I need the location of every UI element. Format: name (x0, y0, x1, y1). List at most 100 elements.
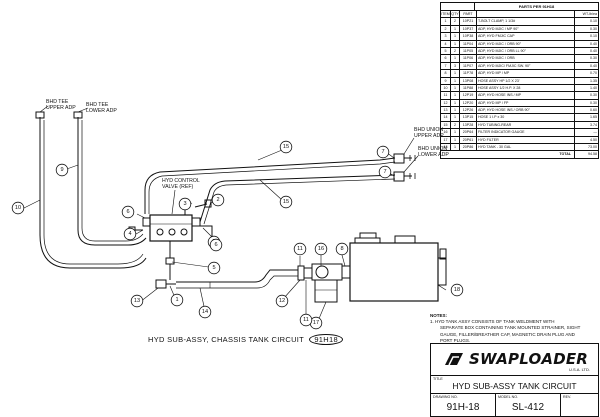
hose-item-10-inner (43, 120, 144, 265)
parts-cell-qty: 1 (451, 55, 460, 62)
hyd-tank-item-18 (349, 242, 439, 302)
adapter-item-8 (341, 265, 351, 279)
parts-cell-wt: 4.50 (590, 137, 597, 142)
rev-label: REV. (563, 395, 572, 399)
parts-cell-part: 13P28 (460, 121, 477, 129)
item-balloon-16: 16 (314, 242, 328, 256)
parts-cell-desc: ADP, HYD MP / MP (477, 70, 575, 77)
parts-cell-desc: ADP, HYD FMJIC CAP (477, 33, 575, 40)
drawing-title-section: TITLE HYD SUB-ASSY TANK CIRCUIT (431, 376, 598, 394)
parts-cell-item: 10 (441, 84, 451, 92)
total-value: 94.58 (588, 152, 597, 157)
parts-cell-qty: 1 (451, 25, 460, 33)
item-balloon-15: 15 (279, 140, 293, 154)
parts-cell-qty: 1 (451, 33, 460, 40)
control-valve-body (149, 214, 193, 242)
item-balloon-number: 11 (297, 246, 303, 252)
parts-cell-part: 20P86 (460, 144, 477, 151)
parts-cell-item: 11 (441, 92, 451, 99)
item-balloon-1: 1 (170, 293, 184, 307)
tube-item-15-upper (144, 157, 396, 214)
hose-item-14 (176, 269, 298, 283)
item-balloon-12: 12 (275, 294, 289, 308)
item-balloon-number: 3 (183, 201, 186, 207)
parts-cell-wt: 0.30 (590, 100, 597, 105)
bhd-union-lower-line1: BHD UNION (418, 146, 447, 152)
item-balloon-number: 4 (128, 231, 131, 237)
parts-cell-desc: HYD TUBING-REAR (477, 121, 575, 129)
notes-heading: NOTES: (430, 313, 448, 318)
item-balloon-9: 9 (55, 163, 69, 177)
rev-cell: REV. (561, 394, 598, 416)
parts-cell-item: 18 (441, 144, 451, 151)
parts-cell-desc: ADP, HYD MJIC / ORB LL 90° (477, 47, 575, 55)
parts-cell-qty: 1 (451, 136, 460, 144)
parts-cell-wt: 0.10 (590, 19, 597, 24)
parts-cell-part: 10P37 (460, 25, 477, 33)
parts-cell-item: 8 (441, 70, 451, 77)
parts-cell-part: 12P26 (460, 107, 477, 114)
brand-name: SWAPLOADER (469, 350, 589, 368)
drawing-title: HYD SUB-ASSY TANK CIRCUIT (452, 381, 577, 391)
parts-cell-desc: ADP, HYD MJIC / MP 90° (477, 25, 575, 33)
parts-cell-qty: 2 (451, 121, 460, 129)
parts-cell-part: 20P64 (460, 129, 477, 136)
parts-cell-desc: FILTER INDICATOR GAUGE (477, 129, 575, 136)
item-balloon-number: 17 (313, 320, 319, 326)
item-balloon-8: 8 (335, 242, 349, 256)
item-balloon-11: 11 (299, 313, 313, 327)
item-balloon-5: 5 (207, 261, 221, 275)
tube-item-15-lower (199, 174, 396, 223)
parts-cell-wt: 1.35 (590, 78, 597, 83)
parts-cell-qty: 1 (451, 84, 460, 92)
parts-cell-qty: 1 (451, 92, 460, 99)
caption-code: 91H18 (309, 334, 343, 345)
item-balloon-13: 13 (130, 294, 144, 308)
parts-cell-item: 7 (441, 62, 451, 70)
parts-table-title: PARTS PER 91H18 (518, 4, 555, 9)
item-balloon-7: 7 (378, 165, 392, 179)
notes-line: 1. HYD TANK ASSY CONSISTS OF TANK WELDME… (430, 319, 555, 325)
model-no: SL-412 (511, 402, 545, 413)
parts-cell-desc: ADP, HYD HOSE INS / MP (477, 92, 575, 99)
total-label: TOTAL (441, 151, 575, 158)
parts-cell-desc: ADP, HYD MP / FP (477, 99, 575, 107)
item-balloon-number: 12 (279, 298, 285, 304)
filter-item-17 (314, 279, 338, 303)
parts-cell-desc: HYD TANK - 30 GAL (477, 144, 575, 151)
item-balloon-number: 11 (303, 317, 309, 323)
parts-table-total: TOTAL 94.58 (441, 151, 598, 158)
parts-cell-part: 10P21 (460, 18, 477, 25)
parts-cell-item: 15 (441, 121, 451, 129)
brand-sub: U.S.A. LTD. (568, 367, 590, 372)
control-valve-line1: HYD CONTROL (162, 178, 200, 184)
item-balloon-7: 7 (376, 145, 390, 159)
item-balloon-18: 18 (450, 283, 464, 297)
item-balloon-number: 6 (214, 242, 217, 248)
notes-line: GAUGE, FILLER/BREATHER CAP, MAGNETIC DRA… (440, 331, 575, 337)
parts-cell-part: 13P15 (460, 114, 477, 121)
parts-cell-desc: HOSE ASSY HP 1/2 X 23' (477, 77, 575, 84)
parts-cell-desc: T-BOLT CLAMP, 1 1/3# (477, 18, 575, 25)
parts-cell-qty: 1 (451, 70, 460, 77)
title-block: SWAPLOADER U.S.A. LTD. TITLE HYD SUB-ASS… (430, 343, 599, 417)
parts-cell-desc: ADP, HYD MJIC/ FMJIC SW. 90° (477, 62, 575, 70)
bhd-tee-lower-label: BHD TEE LOWER ADP (86, 102, 117, 114)
parts-cell-item: 13 (441, 107, 451, 114)
parts-cell-desc: HOSE ASSY 1/2 H.P. X 28 (477, 84, 575, 92)
hose-item-10 (39, 117, 147, 269)
item-balloon-6: 6 (209, 238, 223, 252)
parts-table: PARTS PER 91H18 ITEM QTY PART WT-lb/ea 1… (440, 2, 599, 159)
parts-cell-part: 11P07 (460, 62, 477, 70)
col-weight: WT-lb/ea (582, 12, 597, 16)
